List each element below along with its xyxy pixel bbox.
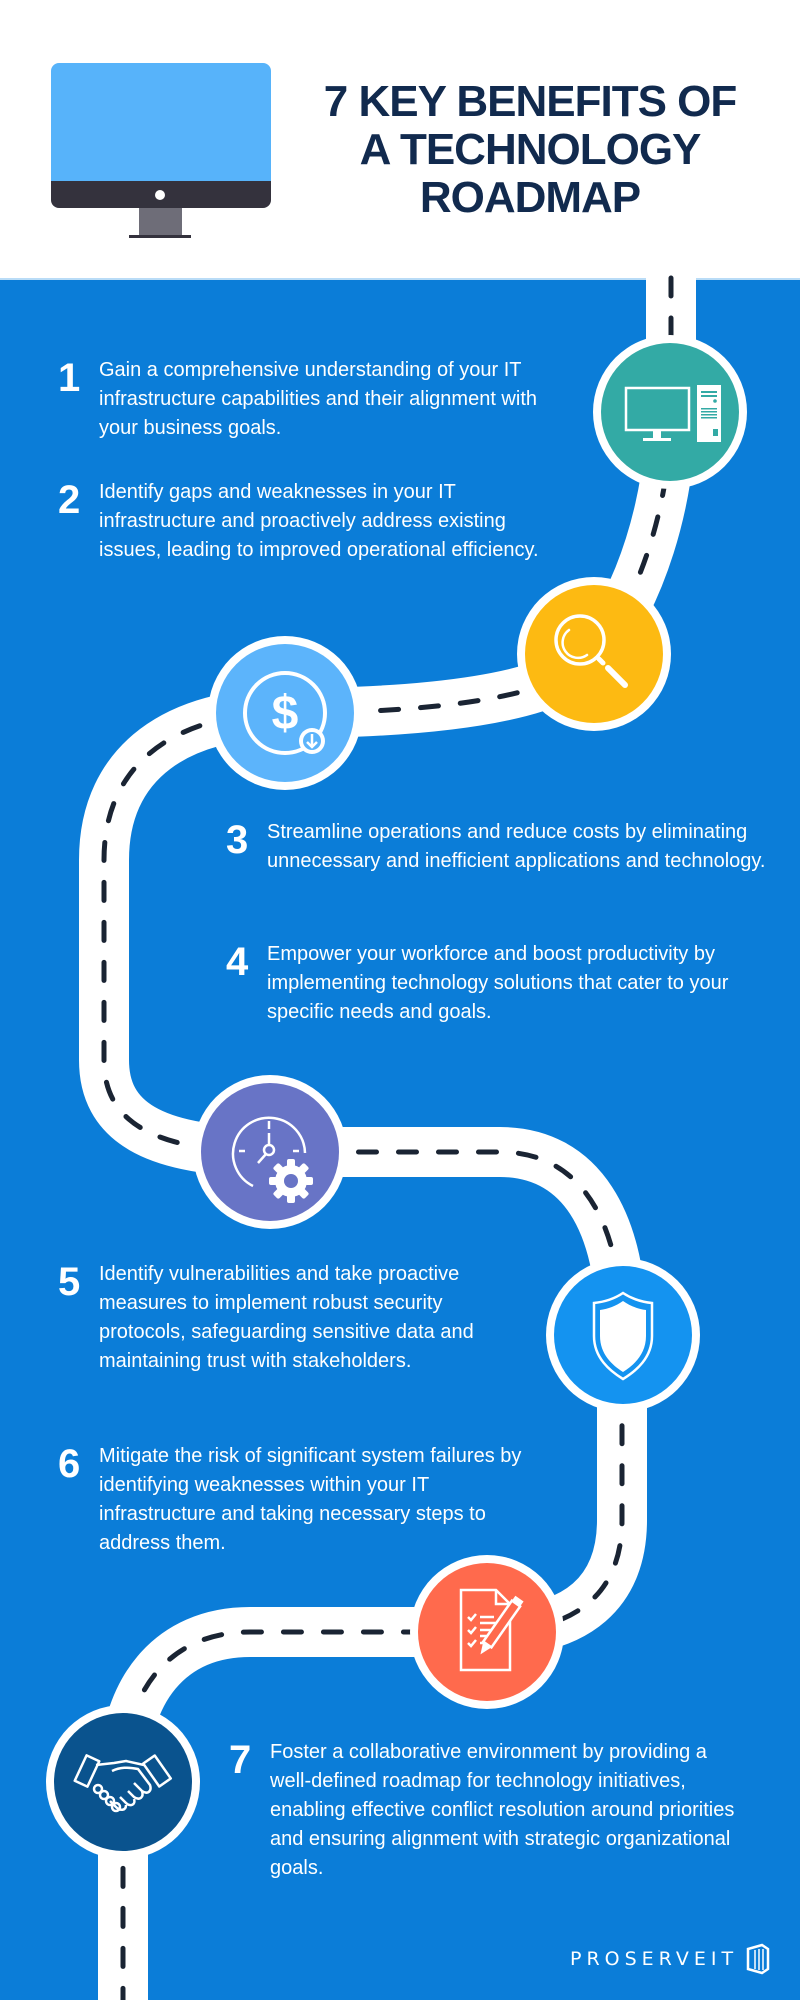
- node-3: $: [208, 636, 362, 790]
- node-2: [517, 577, 671, 731]
- logo-mark-icon: [746, 1943, 770, 1975]
- benefit-text: Streamline operations and reduce costs b…: [267, 821, 766, 872]
- benefit-text: Foster a collaborative environment by pr…: [270, 1741, 735, 1879]
- title-line-1: 7 KEY BENEFITS OF: [323, 77, 738, 126]
- benefit-text: Identify gaps and weaknesses in your IT …: [99, 481, 539, 561]
- svg-text:$: $: [272, 687, 299, 740]
- header: 7 KEY BENEFITS OF A TECHNOLOGY ROADMAP: [0, 0, 800, 278]
- title-line-3: ROADMAP: [419, 173, 641, 222]
- node-1: [593, 335, 747, 489]
- benefit-number: 3: [226, 818, 249, 862]
- clock-gear-icon: [231, 1116, 313, 1203]
- logo-text: PROSERVEIT: [570, 1948, 739, 1970]
- benefit-number: 2: [58, 478, 81, 522]
- cost-reduction-icon: $: [243, 671, 327, 755]
- benefit-number: 6: [58, 1442, 81, 1486]
- checklist-pen-icon: [459, 1588, 524, 1672]
- computer-icon: [624, 385, 721, 442]
- node-6: [410, 1555, 564, 1709]
- desktop-monitor-icon: [51, 63, 271, 239]
- shield-icon: [592, 1291, 654, 1381]
- benefit-number: 1: [58, 356, 81, 400]
- benefit-text: Mitigate the risk of significant system …: [99, 1445, 522, 1554]
- title-line-2: A TECHNOLOGY: [359, 125, 702, 174]
- benefit-text: Empower your workforce and boost product…: [267, 943, 729, 1023]
- handshake-icon: [73, 1754, 173, 1813]
- benefit-number: 7: [229, 1738, 252, 1782]
- node-5: [546, 1258, 700, 1412]
- node-4: [193, 1075, 347, 1229]
- benefit-text: Gain a comprehensive understanding of yo…: [99, 359, 537, 439]
- magnifier-icon: [554, 614, 628, 688]
- page-title: 7 KEY BENEFITS OF A TECHNOLOGY ROADMAP: [300, 78, 760, 222]
- benefit-text: Identify vulnerabilities and take proact…: [99, 1263, 474, 1372]
- proserveit-logo[interactable]: PROSERVEIT: [570, 1943, 772, 1975]
- benefit-number: 4: [226, 940, 249, 984]
- node-7: [46, 1705, 200, 1859]
- benefit-number: 5: [58, 1260, 81, 1304]
